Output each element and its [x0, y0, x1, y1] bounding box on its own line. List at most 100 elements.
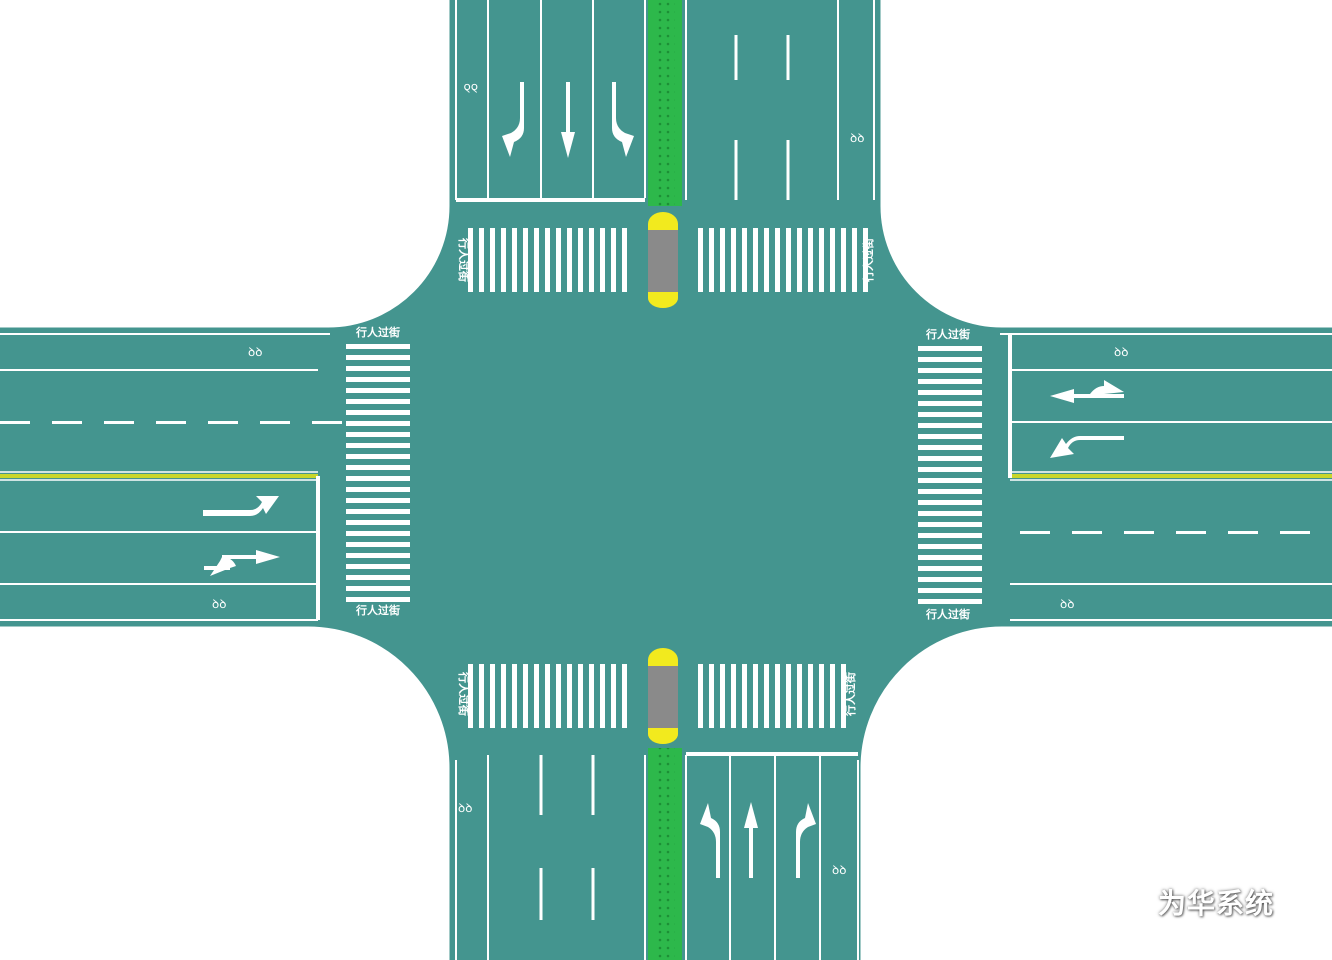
crosswalk-stripe [501, 664, 506, 728]
crosswalk-stripe [346, 454, 410, 459]
crosswalk-stripe [819, 228, 824, 292]
crosswalk-stripe [918, 423, 982, 428]
crosswalk-label-south-right: 行人过街 [843, 672, 857, 717]
crosswalk-stripe [490, 228, 495, 292]
crosswalk-label-north: 行人过街 [457, 237, 471, 282]
crosswalk-stripe [600, 664, 605, 728]
crosswalk-stripe [346, 421, 410, 426]
crosswalk-stripe [501, 228, 506, 292]
pedestrian-island-south [648, 648, 678, 744]
crosswalk-stripe [720, 228, 725, 292]
crosswalk-stripe [764, 228, 769, 292]
bicycle-icon: ꝺꝺ [458, 801, 472, 815]
crosswalk-stripe [709, 664, 714, 728]
crosswalk-stripe [720, 664, 725, 728]
crosswalk-north [468, 228, 868, 292]
crosswalk-stripe [346, 355, 410, 360]
crosswalk-stripe [512, 664, 517, 728]
crosswalk-stripe [698, 664, 703, 728]
pedestrian-island-north [648, 212, 678, 308]
crosswalk-stripe [346, 377, 410, 382]
crosswalk-stripe [918, 544, 982, 549]
straight-arrow-icon [744, 802, 758, 878]
crosswalk-stripe [346, 498, 410, 503]
lane-dash [104, 421, 134, 424]
crosswalk-stripe [556, 664, 561, 728]
crosswalk-stripe [731, 664, 736, 728]
crosswalk-stripe [611, 664, 616, 728]
crosswalk-stripe [918, 511, 982, 516]
watermark-text: 为华系统 [1158, 887, 1275, 920]
crosswalk-stripe [852, 228, 857, 292]
lane-dash [0, 421, 30, 424]
crosswalk-stripe [512, 228, 517, 292]
crosswalk-stripe [918, 555, 982, 560]
crosswalk-stripe [797, 664, 802, 728]
crosswalk-stripe [698, 228, 703, 292]
crosswalk-stripe [346, 465, 410, 470]
crosswalk-stripe [830, 664, 835, 728]
crosswalk-stripe [786, 664, 791, 728]
crosswalk-stripe [534, 228, 539, 292]
crosswalk-stripe [611, 228, 616, 292]
crosswalk-stripe [600, 228, 605, 292]
left-turn-arrow-icon [1050, 436, 1124, 458]
lane-dash [260, 421, 290, 424]
lane-dash [1176, 531, 1206, 534]
crosswalk-stripe [808, 664, 813, 728]
south-arm: ꝺꝺ ꝺꝺ [455, 748, 859, 960]
crosswalk-stripe [918, 500, 982, 505]
crosswalk-stripe [808, 228, 813, 292]
crosswalk-stripe [918, 588, 982, 593]
crosswalk-stripe [567, 228, 572, 292]
crosswalk-stripe [918, 456, 982, 461]
crosswalk-stripe [479, 664, 484, 728]
crosswalk-stripe [346, 476, 410, 481]
crosswalk-label-east-bottom: 行人过街 [925, 607, 970, 621]
crosswalk-west [346, 344, 410, 602]
left-turn-arrow-icon [203, 496, 279, 516]
crosswalk-stripe [918, 346, 982, 351]
crosswalk-stripe [578, 228, 583, 292]
bicycle-icon: ꝺꝺ [248, 345, 262, 359]
crosswalk-stripe [346, 399, 410, 404]
crosswalk-stripe [731, 228, 736, 292]
crosswalk-stripe [346, 597, 410, 602]
straight-right-arrow-icon [204, 550, 280, 576]
lane-dash [1228, 531, 1258, 534]
crosswalk-stripe [742, 664, 747, 728]
crosswalk-stripe [918, 533, 982, 538]
crosswalk-stripe [346, 443, 410, 448]
west-arm: ꝺꝺ ꝺꝺ [0, 333, 342, 621]
straight-left-arrow-icon [1050, 380, 1124, 403]
left-turn-arrow-icon [700, 803, 720, 878]
crosswalk-stripe [918, 434, 982, 439]
crosswalk-south [468, 664, 846, 728]
crosswalk-stripe [918, 379, 982, 384]
crosswalk-stripe [918, 401, 982, 406]
watermark: 为华系统 [1096, 880, 1274, 924]
crosswalk-stripe [786, 228, 791, 292]
crosswalk-stripe [753, 228, 758, 292]
crosswalk-stripe [589, 664, 594, 728]
crosswalk-stripe [346, 388, 410, 393]
crosswalk-stripe [775, 228, 780, 292]
crosswalk-stripe [523, 664, 528, 728]
north-arm: ꝺꝺ ꝺꝺ [455, 0, 875, 206]
crosswalk-stripe [578, 664, 583, 728]
crosswalk-stripe [346, 520, 410, 525]
wechat-logo-icon [1096, 884, 1145, 922]
crosswalk-stripe [918, 566, 982, 571]
crosswalk-stripe [556, 228, 561, 292]
crosswalk-stripe [346, 509, 410, 514]
crosswalk-label-south: 行人过街 [457, 671, 471, 716]
crosswalk-stripe [523, 228, 528, 292]
crosswalk-stripe [346, 575, 410, 580]
crosswalk-stripe [346, 586, 410, 591]
bicycle-icon: ꝺꝺ [212, 597, 226, 611]
crosswalk-stripe [841, 664, 846, 728]
crosswalk-stripe [918, 489, 982, 494]
crosswalk-stripe [830, 228, 835, 292]
crosswalk-stripe [918, 412, 982, 417]
